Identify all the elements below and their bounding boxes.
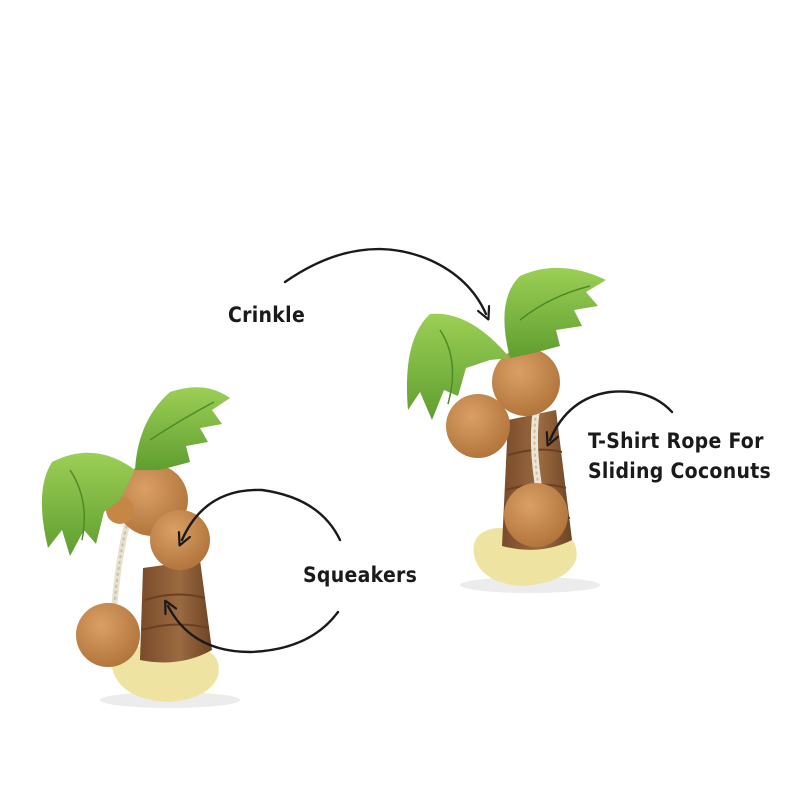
squeakers-arrow-top (182, 488, 342, 540)
right-side-coconut (446, 394, 510, 458)
right-leaf-1 (406, 313, 510, 420)
rope-label-line1: T-Shirt Rope For (588, 429, 764, 453)
left-leaf-2 (135, 387, 230, 470)
right-hanging-coconut (504, 483, 568, 547)
left-trunk (140, 560, 212, 663)
left-side-coconut (150, 510, 210, 570)
crinkle-label: Crinkle (228, 303, 306, 327)
rope-label-line2: Sliding Coconuts (588, 459, 772, 483)
squeakers-arrow-bottom (168, 606, 340, 654)
crinkle-arrow (283, 247, 486, 314)
left-leaf-1 (41, 452, 135, 556)
right-palm-toy (406, 267, 606, 593)
right-top-coconut (492, 348, 560, 416)
left-palm-toy (41, 387, 240, 708)
left-rope (111, 517, 131, 613)
squeakers-label: Squeakers (303, 563, 418, 587)
left-base (111, 646, 219, 702)
left-hanging-coconut (76, 603, 140, 667)
right-leaf-2 (504, 267, 606, 358)
rope-arrow (550, 390, 674, 440)
rope-label: T-Shirt Rope For Sliding Coconuts (588, 426, 771, 486)
